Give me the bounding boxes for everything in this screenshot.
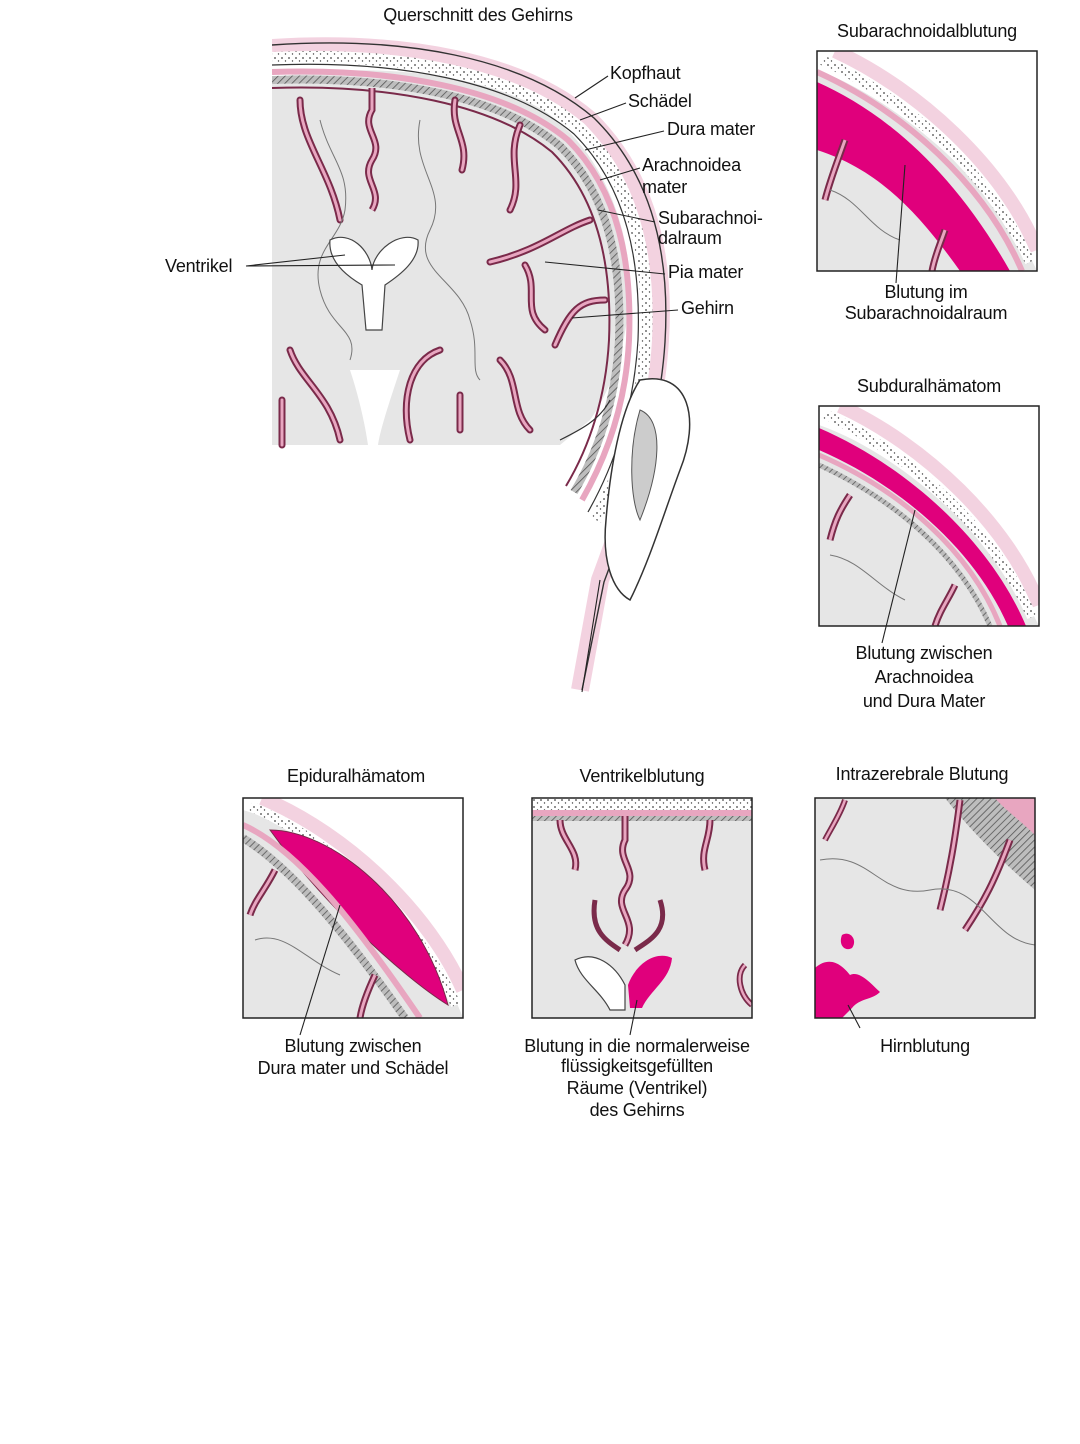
panel-intrazerebral: [814, 797, 1036, 1029]
label-subarachnoidalraum-2: dalraum: [658, 228, 722, 248]
leader-lines: [245, 75, 679, 693]
subarachnoid-layer: [272, 75, 624, 495]
panel-subarachnoidal-caption-2: Subarachnoidalraum: [844, 303, 1008, 323]
panel-epidural: [242, 797, 464, 1036]
label-ventrikel: Ventrikel: [165, 256, 233, 276]
panel-ventrikel-title: Ventrikelblutung: [579, 766, 705, 786]
panel-epidural-caption-2: Dura mater und Schädel: [257, 1058, 449, 1078]
label-gehirn: Gehirn: [681, 298, 734, 318]
label-pia-mater: Pia mater: [668, 262, 744, 282]
panel-ventrikel-caption-1: Blutung in die normalerweise: [524, 1036, 750, 1056]
panel-epidural-title: Epiduralhämatom: [286, 766, 426, 786]
label-schaedel: Schädel: [628, 91, 692, 111]
panel-subdural-caption-1: Blutung zwischen: [855, 643, 993, 663]
blood-intracerebral: [815, 961, 880, 1018]
blood-epidural: [269, 829, 449, 1007]
panel-ventrikel-caption-3: Räume (Ventrikel): [566, 1078, 708, 1098]
panel-subdural-caption-2: Arachnoidea: [874, 667, 974, 687]
panel-intrazerebral-caption: Hirnblutung: [880, 1036, 970, 1056]
panel-subarachnoidal: [816, 50, 1038, 284]
brain-cross-section: [272, 37, 691, 692]
label-arachnoidea: Arachnoidea: [642, 155, 741, 175]
panel-epidural-caption-1: Blutung zwischen: [284, 1036, 422, 1056]
label-subarachnoidalraum: Subarachnoi-: [658, 208, 763, 228]
label-kopfhaut: Kopfhaut: [610, 63, 681, 83]
brain-tissue: [272, 70, 630, 446]
main-title: Querschnitt des Gehirns: [383, 5, 573, 25]
panel-subarachnoidal-title: Subarachnoidalblutung: [837, 21, 1017, 41]
panel-intrazerebral-title: Intrazerebrale Blutung: [835, 764, 1009, 784]
label-arachnoidea-mater: mater: [642, 177, 688, 197]
panel-subdural-caption-3: und Dura Mater: [862, 691, 986, 711]
panel-ventrikel: [531, 797, 753, 1036]
sulci: [278, 96, 609, 449]
panel-ventrikel-caption-2: flüssigkeitsgefüllten: [561, 1056, 713, 1076]
blood-subdural: [819, 428, 1026, 626]
blood-ventricle: [628, 955, 672, 1008]
dura-layer: [272, 68, 633, 502]
panel-ventrikel-caption-4: des Gehirns: [589, 1100, 685, 1120]
panel-subarachnoidal-caption-1: Blutung im: [884, 282, 968, 302]
blood-subarachnoid: [817, 82, 1010, 271]
panel-subdural-title: Subduralhämatom: [856, 376, 1002, 396]
pia-layer: [272, 86, 611, 487]
ventricles: [329, 236, 419, 331]
panel-subdural: [818, 405, 1040, 644]
label-dura-mater: Dura mater: [667, 119, 756, 139]
